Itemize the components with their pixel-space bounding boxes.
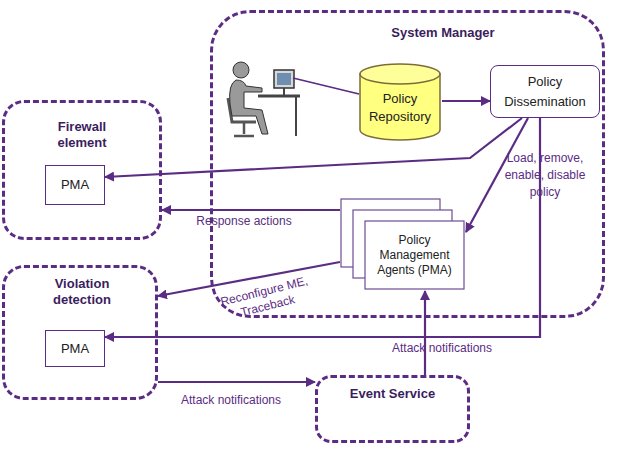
group-box: Firewall elementPMA	[2, 100, 162, 240]
monitor-screen	[277, 73, 291, 85]
connector-arrow	[158, 381, 315, 383]
edge-label: Attack notifications	[166, 393, 296, 408]
desk-symbol	[258, 95, 300, 98]
desk-leg	[284, 88, 296, 136]
cylinder-text-area: Policy Repository	[362, 84, 438, 132]
group-title: Event Service	[318, 386, 467, 402]
group-title: Violation detection	[32, 276, 132, 308]
cylinder-top	[360, 64, 440, 84]
connector-arrow	[424, 291, 426, 375]
box-text-wrap: PMA	[61, 339, 89, 359]
stack-text: Policy Management Agents (PMA)	[366, 233, 463, 278]
process-box: PMA	[45, 165, 105, 205]
person-body	[230, 80, 268, 134]
user-link-line	[293, 78, 359, 94]
box-text-wrap: PMA	[61, 175, 89, 195]
edge-label: Response actions	[184, 214, 304, 229]
policy-note: Load, remove, enable, disable policy	[488, 150, 602, 201]
stack-text-area: Policy Management Agents (PMA)	[366, 222, 463, 288]
box-text: PMA	[61, 339, 89, 359]
chair-symbol	[234, 122, 254, 136]
group-box: Violation detectionPMA	[2, 265, 158, 400]
database-cylinder: Policy Repository	[358, 62, 442, 142]
connector-arrow	[105, 118, 540, 337]
box-text: Policy Dissemination	[491, 72, 599, 112]
box-text: PMA	[61, 175, 89, 195]
group-title: System Manager	[353, 25, 533, 41]
stack-sheet	[365, 221, 464, 289]
monitor-symbol	[274, 70, 294, 88]
process-box: PMA	[45, 330, 105, 367]
person-head	[233, 62, 249, 78]
stacked-boxes: Policy Management Agents (PMA)	[340, 198, 466, 291]
box-text-wrap: Policy Dissemination	[491, 72, 599, 112]
process-box: Policy Dissemination	[490, 65, 600, 118]
edge-label: Attack notifications	[372, 341, 512, 356]
group-box: Event Service	[315, 375, 470, 443]
connector-arrow	[105, 118, 522, 177]
group-title: Firewall element	[37, 119, 127, 151]
cylinder-text: Policy Repository	[362, 90, 438, 126]
connector-arrow	[162, 209, 340, 211]
connector-arrow	[442, 100, 490, 102]
